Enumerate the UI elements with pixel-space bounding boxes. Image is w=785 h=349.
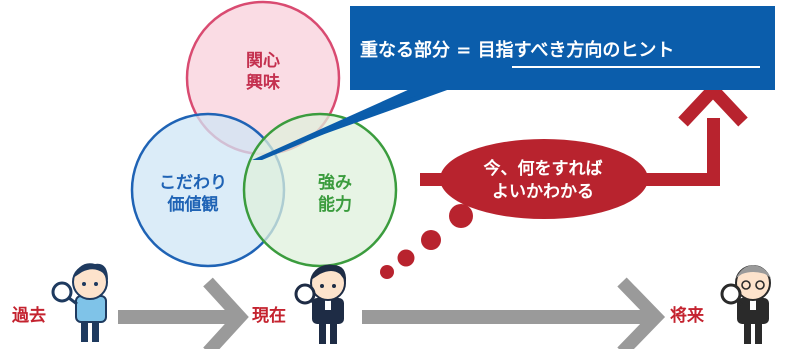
interest-label-line2: 興味 <box>246 73 280 94</box>
callout-emphasis: 目指すべき方向のヒント <box>477 40 675 61</box>
timeline-arrow-1 <box>118 277 249 349</box>
student-magnifier-icon <box>294 264 347 344</box>
speech-bubble-line1: 今、何をすれば <box>483 159 603 179</box>
callout-text: 重なる部分 = 目指すべき方向のヒント <box>360 36 770 62</box>
interest-label: 関心 興味 <box>213 50 313 94</box>
values-label-line2: 価値観 <box>167 195 219 216</box>
present-label: 現在 <box>252 306 286 326</box>
past-label: 過去 <box>12 306 46 326</box>
child-magnifier-icon <box>51 263 108 342</box>
strength-label-line2: 能力 <box>318 195 352 216</box>
values-label: こだわり 価値観 <box>138 172 248 216</box>
speech-bubble-text: 今、何をすれば よいかわかる <box>448 158 638 204</box>
elder-magnifier-icon <box>720 265 771 344</box>
circle-strength <box>242 112 398 268</box>
timeline-arrow-2 <box>362 277 666 349</box>
callout-box <box>252 6 775 160</box>
speech-bubble <box>380 139 648 279</box>
values-label-line1: こだわり <box>159 173 227 193</box>
strength-label: 強み 能力 <box>300 172 370 216</box>
future-label: 将来 <box>670 306 704 326</box>
speech-bubble-line2: よいかわかる <box>492 181 594 202</box>
interest-label-line1: 関心 <box>246 51 280 71</box>
strength-label-line1: 強み <box>318 173 352 193</box>
callout-prefix: 重なる部分 = <box>360 40 478 61</box>
